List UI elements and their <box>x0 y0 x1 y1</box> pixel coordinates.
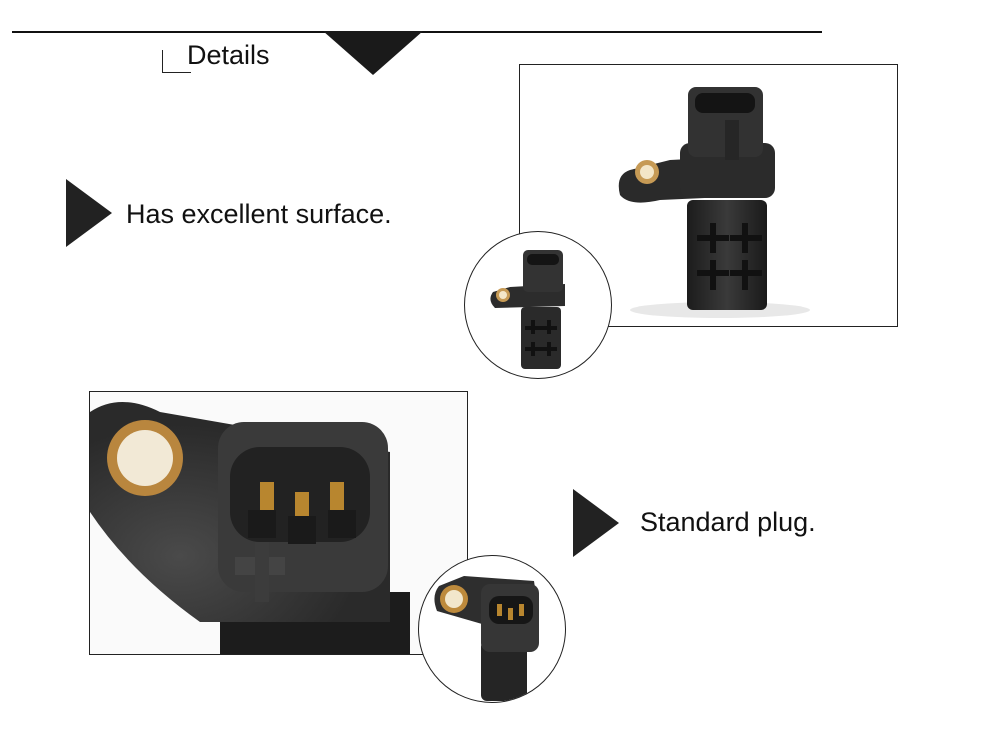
product-thumbnail-side <box>464 231 612 379</box>
header-notch-triangle <box>323 31 423 75</box>
product-photo-connector-closeup <box>89 391 468 655</box>
arrow-right-icon <box>573 489 619 557</box>
feature-caption-surface: Has excellent surface. <box>126 199 392 229</box>
product-thumbnail-connector <box>418 555 566 703</box>
section-title: Details <box>187 40 270 70</box>
title-bracket <box>162 50 191 73</box>
arrow-right-icon <box>66 179 112 247</box>
product-photo-side <box>519 64 898 327</box>
feature-caption-plug: Standard plug. <box>640 507 816 537</box>
